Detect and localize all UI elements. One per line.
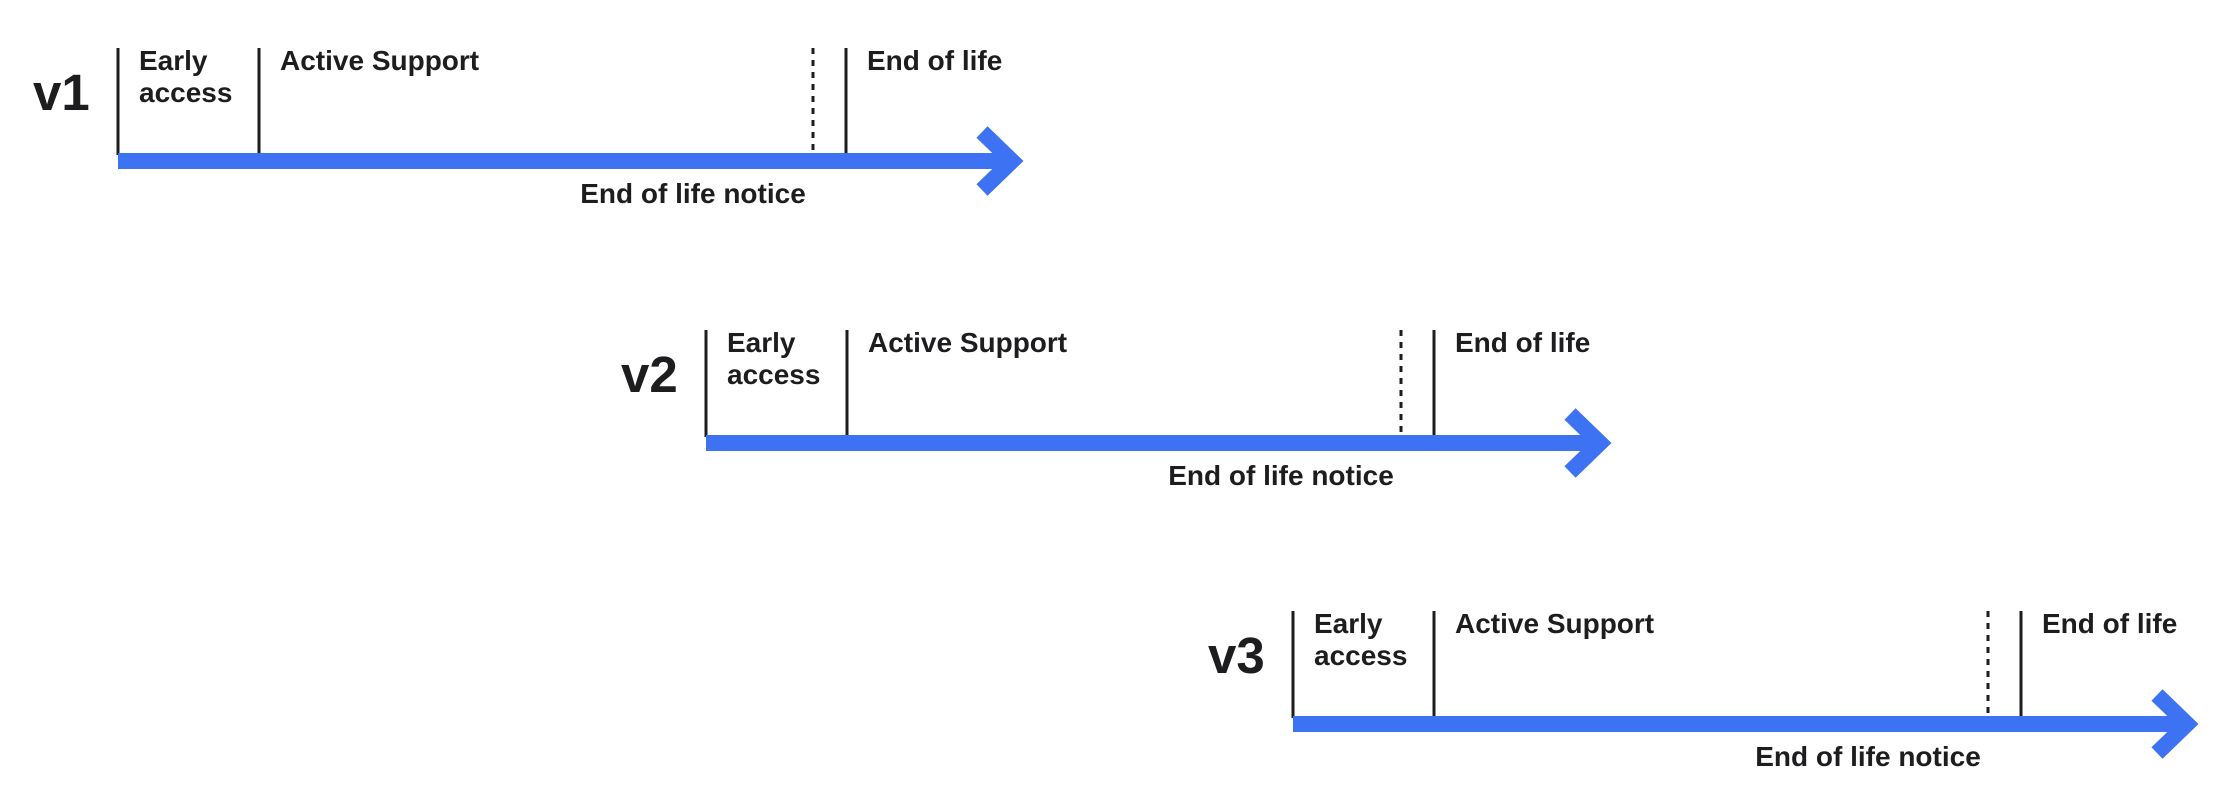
early-access-label-line1: Early	[139, 45, 208, 76]
timeline-arrow-head	[2151, 689, 2199, 759]
early-access-label-line2: access	[1314, 640, 1407, 671]
timeline-v2: v2 Early access Active Support End of li…	[621, 327, 1612, 491]
timeline-arrow-head	[1564, 408, 1612, 478]
early-access-label-line2: access	[727, 359, 820, 390]
end-of-life-label: End of life	[867, 45, 1002, 76]
version-label: v2	[621, 346, 678, 403]
early-access-label-line1: Early	[727, 327, 796, 358]
end-of-life-label: End of life	[2042, 608, 2177, 639]
end-of-life-notice-label: End of life notice	[1168, 460, 1394, 491]
version-label: v3	[1208, 627, 1265, 684]
end-of-life-label: End of life	[1455, 327, 1590, 358]
timeline-arrow-head	[976, 126, 1024, 196]
version-label: v1	[33, 64, 90, 121]
end-of-life-notice-label: End of life notice	[1755, 741, 1981, 772]
early-access-label-line1: Early	[1314, 608, 1383, 639]
active-support-label: Active Support	[1455, 608, 1654, 639]
active-support-label: Active Support	[280, 45, 479, 76]
timeline-v3: v3 Early access Active Support End of li…	[1208, 608, 2199, 772]
end-of-life-notice-label: End of life notice	[580, 178, 806, 209]
active-support-label: Active Support	[868, 327, 1067, 358]
timeline-v1: v1 Early access Active Support End of li…	[33, 45, 1024, 209]
early-access-label-line2: access	[139, 77, 232, 108]
